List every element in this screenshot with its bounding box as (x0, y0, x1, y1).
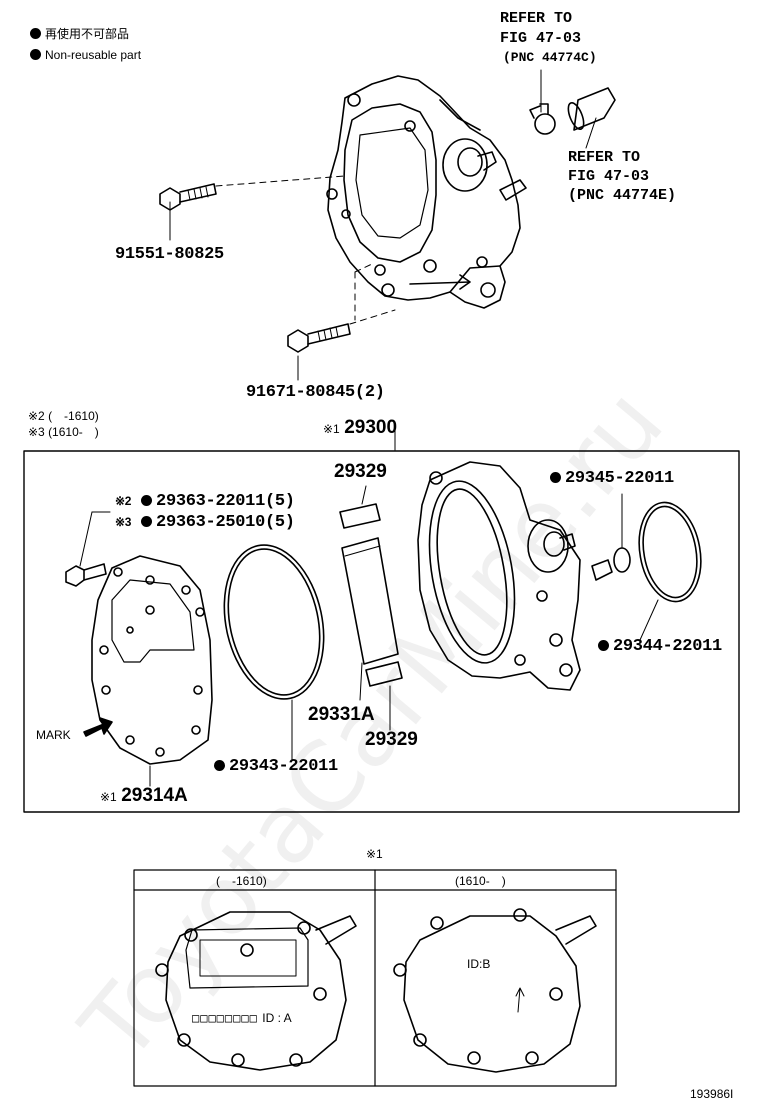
mark-label: MARK (36, 728, 71, 742)
part-number-oring-small[interactable]: 29345-22011 (550, 470, 674, 487)
bolt-top-drawing (159, 175, 346, 211)
hose-clamp-drawing (529, 87, 616, 135)
rotor-drawing (339, 485, 403, 731)
part-number-rotor[interactable]: 29331A (308, 704, 375, 725)
assembly-label[interactable]: ※1 29300 (323, 418, 397, 437)
id-a-boxes: □□□□□□□□ (192, 1011, 258, 1025)
part-number-screw-a[interactable]: ※2 29363-22011(5) (115, 492, 295, 511)
part-number-oring-right[interactable]: 29344-22011 (598, 638, 722, 655)
pump-housing-drawing (417, 461, 613, 691)
note-2: ※2 ( -1610) (28, 409, 99, 423)
refer-1-line2[interactable]: FIG 47-03 (500, 30, 582, 47)
detail-col-left: ( -1610) (216, 874, 267, 888)
oring-left-drawing (223, 544, 325, 761)
assembly-mark: ※1 (323, 422, 340, 436)
figure-code: 193986I (690, 1087, 734, 1101)
part-number-vane-bottom[interactable]: 29329 (365, 729, 418, 750)
refer-2-line2[interactable]: FIG 47-03 (568, 168, 650, 185)
exploded-view-frame (23, 450, 740, 813)
mark-arrow-icon (83, 717, 113, 737)
id-a-label: □□□□□□□□ ID : A (192, 1011, 292, 1025)
cover-mark: ※1 (100, 790, 117, 804)
refer-2-line1[interactable]: REFER TO (568, 149, 641, 166)
part-number-bolt-top[interactable]: 91551-80825 (115, 245, 224, 264)
detail-table-frame (133, 869, 617, 1087)
refer-2-line3[interactable]: (PNC 44774E) (568, 187, 677, 204)
part-number-oring-left[interactable]: 29343-22011 (214, 758, 338, 775)
id-b-label: ID:B (467, 957, 491, 971)
legend-english: Non-reusable part (30, 49, 141, 61)
leader-lines-top (169, 69, 597, 451)
refer-1-line1[interactable]: REFER TO (500, 10, 573, 27)
oring-small-drawing (613, 547, 631, 573)
part-number-screw-b[interactable]: ※3 29363-25010(5) (115, 513, 295, 532)
cover-plate-drawing (91, 555, 213, 765)
detail-col-right: (1610- ) (455, 874, 506, 888)
bolt-bottom-drawing (287, 263, 396, 353)
part-number-cover[interactable]: 29314A (121, 785, 188, 806)
legend-japanese: 再使用不可部品 (30, 28, 129, 40)
note-3: ※3 (1610- ) (28, 425, 99, 439)
refer-1-line3[interactable]: (PNC 44774C) (503, 50, 597, 65)
part-number-bolt-bottom[interactable]: 91671-80845(2) (246, 383, 385, 402)
detail-title: ※1 (366, 847, 383, 861)
screw-drawing (65, 511, 111, 587)
part-number-vane-top[interactable]: 29329 (334, 461, 387, 482)
detail-left-pump-drawing (155, 911, 357, 1071)
vacuum-pump-assembly-drawing (326, 75, 527, 309)
part-number-assembly[interactable]: 29300 (344, 417, 398, 438)
detail-right-pump-drawing (393, 908, 597, 1073)
oring-right-drawing (638, 501, 702, 641)
cover-label[interactable]: ※1 29314A (100, 786, 188, 805)
